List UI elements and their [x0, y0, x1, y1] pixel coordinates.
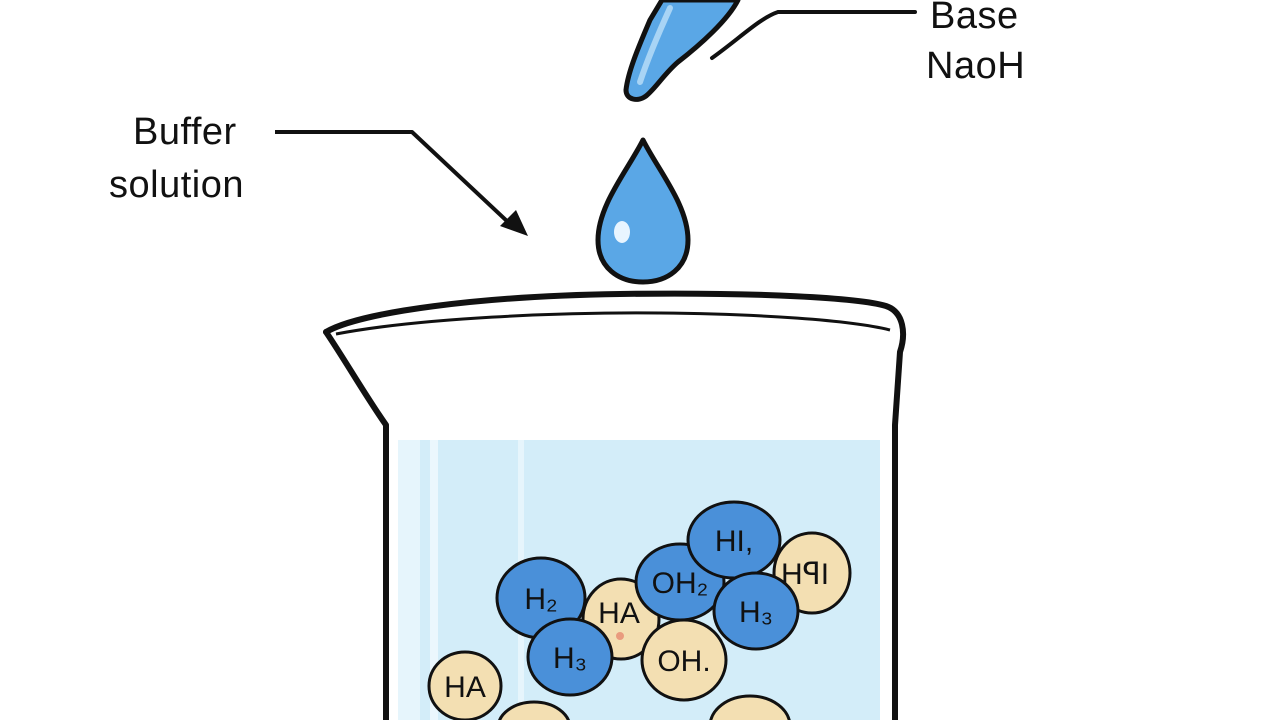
molecule-ohdot: OH.: [640, 618, 728, 702]
base-drop: [595, 137, 691, 285]
buffer-label-line2: solution: [109, 164, 244, 206]
svg-text:H₃: H₃: [739, 596, 773, 629]
svg-text:HA: HA: [444, 671, 486, 704]
buffer-label-line1: Buffer: [133, 111, 237, 153]
svg-text:H₂: H₂: [524, 583, 557, 616]
svg-text:OH₂: OH₂: [652, 567, 709, 600]
molecule-hi: HI,: [686, 500, 782, 580]
svg-text:HI,: HI,: [715, 525, 753, 558]
molecule-tan-bottom-left: [498, 700, 570, 720]
svg-text:OH.: OH.: [657, 645, 710, 678]
molecule-tan-bottom-right: [709, 694, 791, 720]
buffer-arrow: [275, 130, 528, 236]
base-label-line1: Base: [930, 0, 1019, 37]
molecule-h3-right: H₃: [712, 571, 800, 651]
base-label-line2: NaoH: [926, 45, 1026, 87]
svg-text:H₃: H₃: [553, 642, 587, 675]
base-leader: [710, 10, 917, 60]
molecule-ha-left: HA: [427, 650, 503, 720]
molecule-h3-left: H₃: [526, 617, 614, 697]
molecules: HA HꟼI HA OH. H₂ H₃ O: [427, 500, 852, 720]
svg-text:HA: HA: [598, 597, 640, 630]
pipette: [623, 0, 741, 102]
